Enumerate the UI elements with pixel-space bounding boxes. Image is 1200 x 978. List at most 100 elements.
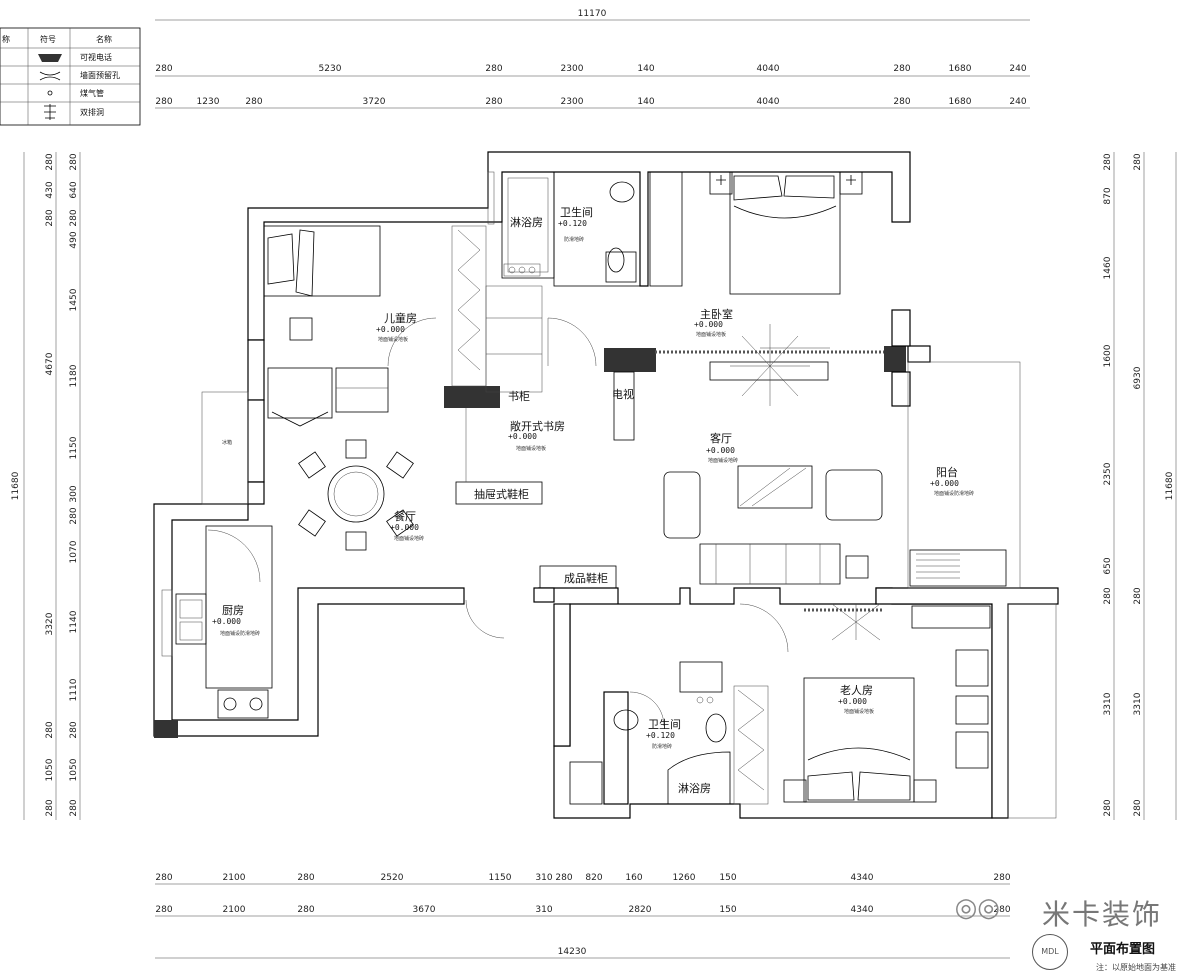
dining-label: 餐厅	[394, 509, 416, 523]
drawing-title: 平面布置图	[1090, 942, 1156, 957]
fridge-label: 冰箱	[222, 439, 232, 446]
dim-bottom-total: 14230	[558, 947, 587, 957]
dim-left-row1: 1150	[69, 436, 79, 459]
master-room-label: 主卧室	[700, 307, 733, 321]
balcony-elev: +0.000	[930, 479, 959, 488]
dim-left-row2: 430	[45, 181, 55, 198]
shower-enclosure	[667, 751, 731, 805]
kids-room-note: 地面铺设地板	[378, 336, 408, 343]
furniture	[161, 171, 1057, 819]
dim-left-row1: 1140	[69, 610, 79, 633]
dim-right-total: 11680	[1165, 471, 1175, 500]
dim-bottom-row1: 4340	[851, 873, 874, 883]
dim-left-row1: 280	[69, 721, 79, 738]
dim-left-row1: 1180	[69, 364, 79, 387]
elder-room-note: 地面铺设地板	[844, 708, 874, 715]
dim-bottom-row2: 2100	[223, 905, 246, 915]
dim-bottom-row2: 280	[297, 905, 314, 915]
basin-icon	[609, 181, 635, 203]
dimension-lines	[23, 19, 1177, 959]
dim-left-row1: 300	[69, 485, 79, 502]
drawer-shoe-label: 抽屉式鞋柜	[474, 487, 529, 501]
armchair-right	[825, 469, 883, 521]
dim-bottom-row1: 2520	[381, 873, 404, 883]
dining-elev: +0.000	[390, 523, 419, 532]
dim-left-row2: 280	[45, 799, 55, 816]
elder-bed	[803, 677, 915, 803]
walls	[153, 151, 1059, 819]
legend-header-symbol: 符号	[40, 34, 56, 44]
master-room-note: 地面铺设地板	[696, 331, 726, 338]
dim-bottom-row2: 150	[719, 905, 736, 915]
bath2-note: 防滑地砖	[652, 743, 672, 750]
shoe-cabinet-label: 成品鞋柜	[564, 571, 608, 585]
dim-top-total: 11170	[578, 9, 607, 19]
living-note: 地面铺设地砖	[708, 457, 738, 464]
study-note: 地面铺设地板	[516, 445, 546, 452]
tv-cabinet	[709, 361, 829, 381]
dim-right-row2: 280	[1133, 153, 1143, 170]
dim-bottom-row2: 310	[535, 905, 552, 915]
sofa	[699, 543, 841, 585]
elder-wardrobe	[733, 685, 769, 805]
wechat-icon: ◎◎	[954, 893, 1000, 923]
dim-left-row2: 280	[45, 209, 55, 226]
dim-right-row1: 1460	[1103, 256, 1113, 279]
dim-left-row1: 490	[69, 231, 79, 248]
dim-left-row2: 4670	[45, 352, 55, 375]
legend-row-4: 双排洞	[80, 107, 104, 117]
kids-wardrobe	[451, 225, 487, 387]
dim-left-row2: 280	[45, 721, 55, 738]
dim-top-row2: 280	[893, 97, 910, 107]
dim-top-row1: 280	[485, 64, 502, 74]
dim-bottom-row1: 820	[585, 873, 602, 883]
balcony-note: 地面铺设防滑地砖	[934, 490, 974, 497]
legend-row-2: 墙面预留孔	[80, 70, 120, 80]
drawer-shoe-cabinet	[455, 481, 543, 505]
wall-hole-icon	[39, 71, 61, 81]
dim-bottom-row1: 280	[555, 873, 572, 883]
living-elev: +0.000	[706, 446, 735, 455]
bath2-label: 卫生间	[648, 717, 681, 731]
dim-left-row1: 1050	[69, 758, 79, 781]
kids-room-label: 儿童房	[384, 311, 417, 325]
dim-left-row2: 1050	[45, 758, 55, 781]
tv-label: 电视	[612, 387, 634, 401]
study-elev: +0.000	[508, 432, 537, 441]
dim-bottom-row1: 150	[719, 873, 736, 883]
shower1-label: 淋浴房	[510, 216, 543, 229]
balcony-cabinet	[909, 549, 1007, 587]
living-label: 客厅	[710, 431, 732, 445]
kids-desk-chair	[289, 317, 313, 341]
dim-bottom-row1: 160	[625, 873, 642, 883]
dim-top-row1: 280	[155, 64, 172, 74]
dim-bottom-row1: 2100	[223, 873, 246, 883]
study-label: 敞开式书房	[510, 419, 565, 433]
dim-top-row1: 240	[1009, 64, 1026, 74]
legend-row-3: 煤气管	[80, 88, 104, 98]
kids-room-elev: +0.000	[376, 325, 405, 334]
bath1-label: 卫生间	[560, 205, 593, 219]
dim-left-row1: 280	[69, 507, 79, 524]
dim-bottom-row2: 4340	[851, 905, 874, 915]
toilet-icon	[607, 247, 625, 273]
bath2-elev: +0.120	[646, 731, 675, 740]
dim-right-row2: 3310	[1133, 692, 1143, 715]
dim-right-row2: 280	[1133, 799, 1143, 816]
dim-left-row1: 280	[69, 153, 79, 170]
watermark-text: 米卡装饰	[1041, 898, 1162, 931]
dim-bottom-row2: 3670	[413, 905, 436, 915]
dim-right-row2: 280	[1133, 587, 1143, 604]
dim-right-row1: 650	[1103, 557, 1113, 574]
kitchen-elev: +0.000	[212, 617, 241, 626]
elder-room-elev: +0.000	[838, 697, 867, 706]
dim-left-row1: 1450	[69, 288, 79, 311]
dim-right-row1: 280	[1103, 587, 1113, 604]
dim-left-total: 11680	[11, 471, 21, 500]
kitchen-label: 厨房	[222, 604, 244, 617]
dim-top-row1: 140	[637, 64, 654, 74]
dim-top-row2: 4040	[757, 97, 780, 107]
dining-note: 地面铺设地砖	[394, 535, 424, 542]
master-room-elev: +0.000	[694, 320, 723, 329]
dim-right-row1: 1600	[1103, 344, 1113, 367]
